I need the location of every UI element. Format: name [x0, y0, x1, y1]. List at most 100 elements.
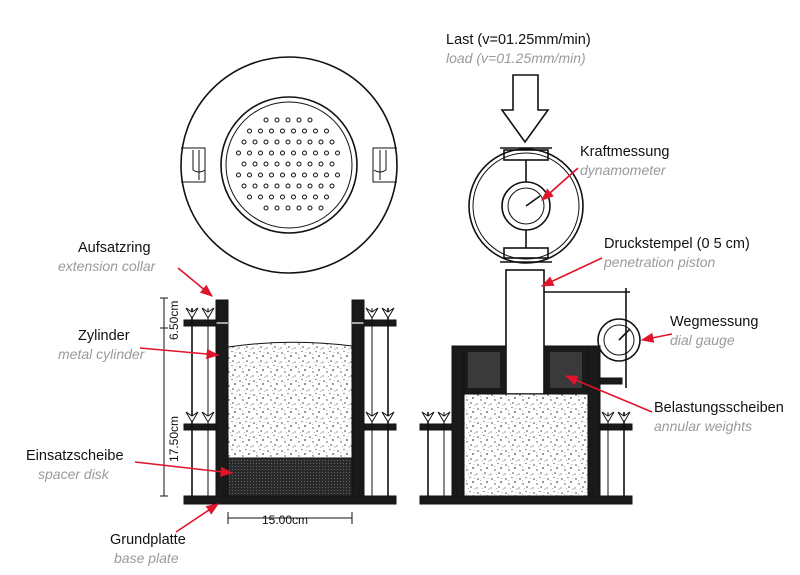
- perforation-hole: [318, 205, 324, 211]
- perforation-hole: [291, 194, 296, 200]
- label-einsatzscheibe-de: Einsatzscheibe: [26, 448, 124, 464]
- perforation-hole: [313, 194, 318, 200]
- label-load-de: Last (v=01.25mm/min): [446, 32, 591, 48]
- perforation-hole: [313, 128, 318, 134]
- perforation-hole: [241, 161, 247, 167]
- perforation-hole: [280, 150, 285, 156]
- perforation-hole: [236, 172, 241, 178]
- label-kraftmessung-de: Kraftmessung: [580, 144, 669, 160]
- perforated-plate-top-view: [180, 56, 398, 274]
- mold-section-view: [160, 297, 397, 524]
- label-aufsatzring-de: Aufsatzring: [78, 240, 151, 256]
- perforation-hole: [302, 172, 307, 178]
- perforation-hole: [329, 139, 335, 145]
- leader-arrows: [134, 167, 673, 533]
- perforation-hole: [324, 150, 329, 156]
- leader-belastungsscheiben: [564, 375, 653, 413]
- dial-gauge-icon: [597, 318, 641, 362]
- perforation-hole: [335, 150, 340, 156]
- perforation-hole: [252, 183, 258, 189]
- dimension-cylinder-height: 17.50cm: [167, 416, 181, 462]
- perforation-hole: [296, 117, 302, 123]
- perforation-hole: [263, 205, 269, 211]
- perforation-hole: [269, 194, 274, 200]
- label-zylinder-de: Zylinder: [78, 328, 130, 344]
- leader-druckstempel: [540, 257, 603, 287]
- perforation-hole: [296, 183, 302, 189]
- label-load-en: load (v=01.25mm/min): [446, 50, 586, 66]
- label-druckstempel-de: Druckstempel (0 5 cm): [604, 236, 750, 252]
- dimension-diameter: 15.00cm: [262, 513, 308, 527]
- perforation-hole: [280, 194, 285, 200]
- perforation-hole: [252, 139, 258, 145]
- perforation-hole: [285, 161, 291, 167]
- perforation-hole: [307, 183, 313, 189]
- perforation-hole: [307, 161, 313, 167]
- perforation-hole: [258, 128, 263, 134]
- perforation-hole: [269, 128, 274, 134]
- load-arrow-icon: [500, 74, 550, 144]
- leader-kraftmessung: [541, 167, 579, 201]
- perforation-hole: [263, 117, 269, 123]
- perforation-hole: [241, 183, 247, 189]
- perforation-hole: [258, 194, 263, 200]
- perforation-hole: [247, 150, 252, 156]
- label-kraftmessung-en: dynamometer: [580, 162, 667, 178]
- perforation-hole: [280, 128, 285, 134]
- perforation-hole: [307, 139, 313, 145]
- perforation-hole: [285, 205, 291, 211]
- leader-wegmessung: [640, 332, 673, 343]
- perforation-hole: [296, 205, 302, 211]
- perforation-hole: [247, 194, 252, 200]
- perforation-hole: [263, 183, 269, 189]
- perforation-hole: [285, 139, 291, 145]
- leader-einsatzscheibe: [134, 461, 234, 477]
- leader-grundplatte: [175, 503, 220, 533]
- perforation-hole: [263, 161, 269, 167]
- perforation-hole: [335, 172, 340, 178]
- perforation-hole: [291, 150, 296, 156]
- perforation-hole: [318, 161, 324, 167]
- perforation-hole: [258, 150, 263, 156]
- label-einsatzscheibe-en: spacer disk: [38, 466, 110, 482]
- perforation-hole: [291, 172, 296, 178]
- label-wegmessung-en: dial gauge: [670, 332, 735, 348]
- perforation-hole: [274, 117, 280, 123]
- perforation-hole: [302, 150, 307, 156]
- leader-aufsatzring: [177, 267, 213, 297]
- label-druckstempel-en: penetration piston: [603, 254, 716, 270]
- perforation-hole: [329, 161, 335, 167]
- label-zylinder-en: metal cylinder: [58, 346, 146, 362]
- perforation-hole: [258, 172, 263, 178]
- perforation-hole: [285, 183, 291, 189]
- leader-zylinder: [139, 347, 220, 360]
- perforation-hole: [307, 205, 313, 211]
- perforation-hole: [313, 172, 318, 178]
- perforation-hole: [247, 128, 252, 134]
- perforation-hole: [302, 128, 307, 134]
- perforation-hole: [247, 172, 252, 178]
- perforation-hole: [324, 194, 329, 200]
- perforation-hole: [324, 172, 329, 178]
- perforation-hole: [324, 128, 329, 134]
- perforation-hole: [269, 172, 274, 178]
- loading-assembly-view: [419, 74, 641, 505]
- perforation-hole: [252, 161, 258, 167]
- perforation-hole: [313, 150, 318, 156]
- label-aufsatzring-en: extension collar: [58, 258, 157, 274]
- perforation-hole: [263, 139, 269, 145]
- perforation-hole: [236, 150, 241, 156]
- perforation-holes: [236, 117, 340, 211]
- perforation-hole: [285, 117, 291, 123]
- label-grundplatte-de: Grundplatte: [110, 532, 186, 548]
- perforation-hole: [302, 194, 307, 200]
- perforation-hole: [241, 139, 247, 145]
- perforation-hole: [329, 183, 335, 189]
- perforation-hole: [296, 161, 302, 167]
- label-belastungsscheiben-de: Belastungsscheiben: [654, 400, 784, 416]
- label-belastungsscheiben-en: annular weights: [654, 418, 752, 434]
- perforation-hole: [274, 205, 280, 211]
- perforation-hole: [274, 139, 280, 145]
- perforation-hole: [269, 150, 274, 156]
